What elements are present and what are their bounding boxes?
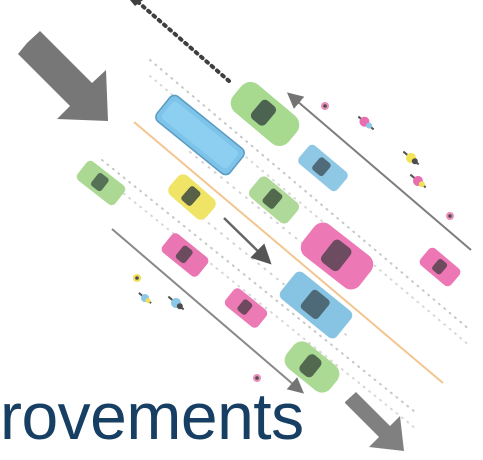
- car-icon: [168, 174, 216, 220]
- car-icon: [161, 233, 209, 277]
- car-icon: [224, 288, 268, 328]
- car-icon: [230, 81, 300, 147]
- car-icon: [284, 341, 340, 393]
- large-arrow-icon: [18, 31, 108, 121]
- bicycle-icon: [138, 292, 152, 304]
- bicycle-icon: [402, 150, 420, 166]
- car-icon: [279, 271, 353, 339]
- car-icon: [248, 176, 300, 224]
- bicycle-icon: [357, 115, 375, 131]
- pedestrian-icon: [253, 374, 261, 382]
- car-icon: [300, 222, 374, 290]
- thin-arrow-icon: [223, 217, 272, 265]
- pedestrian-icon: [446, 212, 454, 220]
- caption-text: rovements: [0, 379, 304, 453]
- bicycle-icon: [167, 295, 185, 311]
- center-line: [133, 121, 444, 384]
- car-icon: [298, 144, 348, 192]
- bus-icon: [155, 94, 245, 176]
- dotted-arrow-icon: [130, 0, 231, 83]
- large-arrow-icon: [345, 392, 404, 451]
- pedestrian-icon: [133, 274, 141, 282]
- thin-arrow-icon: [286, 92, 472, 251]
- car-icon: [419, 247, 461, 287]
- thin-arrow-icon: [111, 228, 305, 394]
- bicycle-icon: [409, 173, 427, 189]
- car-icon: [76, 160, 126, 206]
- pedestrian-icon: [321, 102, 329, 110]
